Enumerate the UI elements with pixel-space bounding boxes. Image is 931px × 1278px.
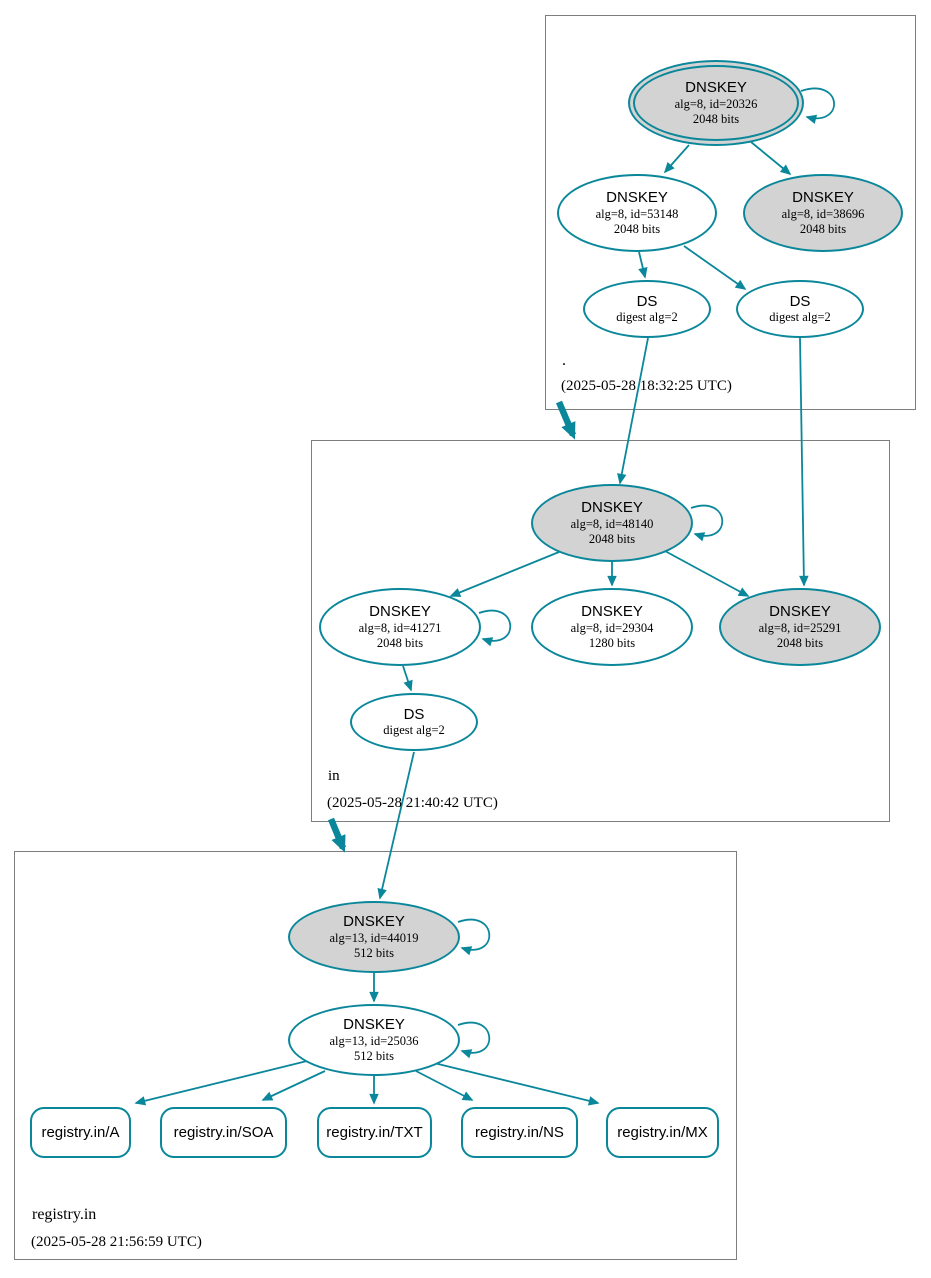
node-title: DNSKEY — [606, 189, 668, 207]
ds-node-root-2: DS digest alg=2 — [736, 280, 864, 338]
dnskey-53148-node: DNSKEY alg=8, id=53148 2048 bits — [557, 174, 717, 252]
node-detail: alg=13, id=25036 — [329, 1033, 419, 1048]
zone-label-registry-in: registry.in — [32, 1206, 97, 1223]
dnskey-29304-node: DNSKEY alg=8, id=29304 1280 bits — [531, 588, 693, 666]
rrset-registry-in-a: registry.in/A — [30, 1107, 131, 1158]
dnskey-44019-node: DNSKEY alg=13, id=44019 512 bits — [288, 901, 460, 973]
node-title: DNSKEY — [343, 1016, 405, 1034]
node-detail: 512 bits — [354, 945, 394, 960]
node-title: DNSKEY — [769, 603, 831, 621]
node-detail: alg=13, id=44019 — [329, 930, 419, 945]
node-detail: digest alg=2 — [616, 310, 678, 325]
rrset-registry-in-soa: registry.in/SOA — [160, 1107, 287, 1158]
node-detail: alg=8, id=53148 — [595, 206, 679, 221]
node-title: DNSKEY — [581, 499, 643, 517]
zone-box-in — [311, 440, 890, 822]
rrset-registry-in-ns: registry.in/NS — [461, 1107, 578, 1158]
node-detail: alg=8, id=38696 — [781, 206, 865, 221]
dnskey-25291-node: DNSKEY alg=8, id=25291 2048 bits — [719, 588, 881, 666]
node-title: DS — [403, 705, 425, 723]
node-title: DNSKEY — [343, 913, 405, 931]
node-title: DNSKEY — [581, 603, 643, 621]
dnskey-41271-node: DNSKEY alg=8, id=41271 2048 bits — [319, 588, 481, 666]
node-detail: 2048 bits — [613, 221, 661, 236]
node-detail: alg=8, id=48140 — [570, 516, 654, 531]
node-title: DS — [636, 292, 658, 310]
node-detail: alg=8, id=25291 — [758, 620, 842, 635]
rrset-registry-in-txt: registry.in/TXT — [317, 1107, 432, 1158]
dnskey-48140-node: DNSKEY alg=8, id=48140 2048 bits — [531, 484, 693, 562]
ds-node-root-1: DS digest alg=2 — [583, 280, 711, 338]
node-detail: 512 bits — [354, 1048, 394, 1063]
dnskey-20326-node: DNSKEY alg=8, id=20326 2048 bits — [628, 60, 804, 146]
zone-label-in: in — [328, 768, 340, 784]
zone-timestamp-root: (2025-05-28 18:32:25 UTC) — [561, 378, 732, 394]
node-detail: 2048 bits — [376, 635, 424, 650]
edge-zone-in-to-registry — [327, 817, 347, 853]
ds-node-in: DS digest alg=2 — [350, 693, 478, 751]
zone-box-root — [545, 15, 916, 410]
node-detail: 1280 bits — [588, 635, 636, 650]
zone-box-registry-in — [14, 851, 737, 1260]
node-title: DNSKEY — [369, 603, 431, 621]
node-detail: 2048 bits — [776, 635, 824, 650]
node-detail: digest alg=2 — [769, 310, 831, 325]
rrset-registry-in-mx: registry.in/MX — [606, 1107, 719, 1158]
zone-label-root: . — [562, 352, 566, 369]
dnskey-25036-node: DNSKEY alg=13, id=25036 512 bits — [288, 1004, 460, 1076]
node-detail: 2048 bits — [799, 221, 847, 236]
node-title: DS — [789, 292, 811, 310]
dnskey-38696-node: DNSKEY alg=8, id=38696 2048 bits — [743, 174, 903, 252]
node-detail: alg=8, id=20326 — [674, 96, 758, 111]
node-detail: alg=8, id=29304 — [570, 620, 654, 635]
node-detail: 2048 bits — [588, 531, 636, 546]
zone-timestamp-registry-in: (2025-05-28 21:56:59 UTC) — [31, 1234, 202, 1250]
zone-timestamp-in: (2025-05-28 21:40:42 UTC) — [327, 795, 498, 811]
node-detail: alg=8, id=41271 — [358, 620, 442, 635]
node-title: DNSKEY — [792, 189, 854, 207]
node-detail: digest alg=2 — [383, 723, 445, 738]
node-title: DNSKEY — [685, 79, 747, 97]
node-detail: 2048 bits — [692, 111, 740, 126]
